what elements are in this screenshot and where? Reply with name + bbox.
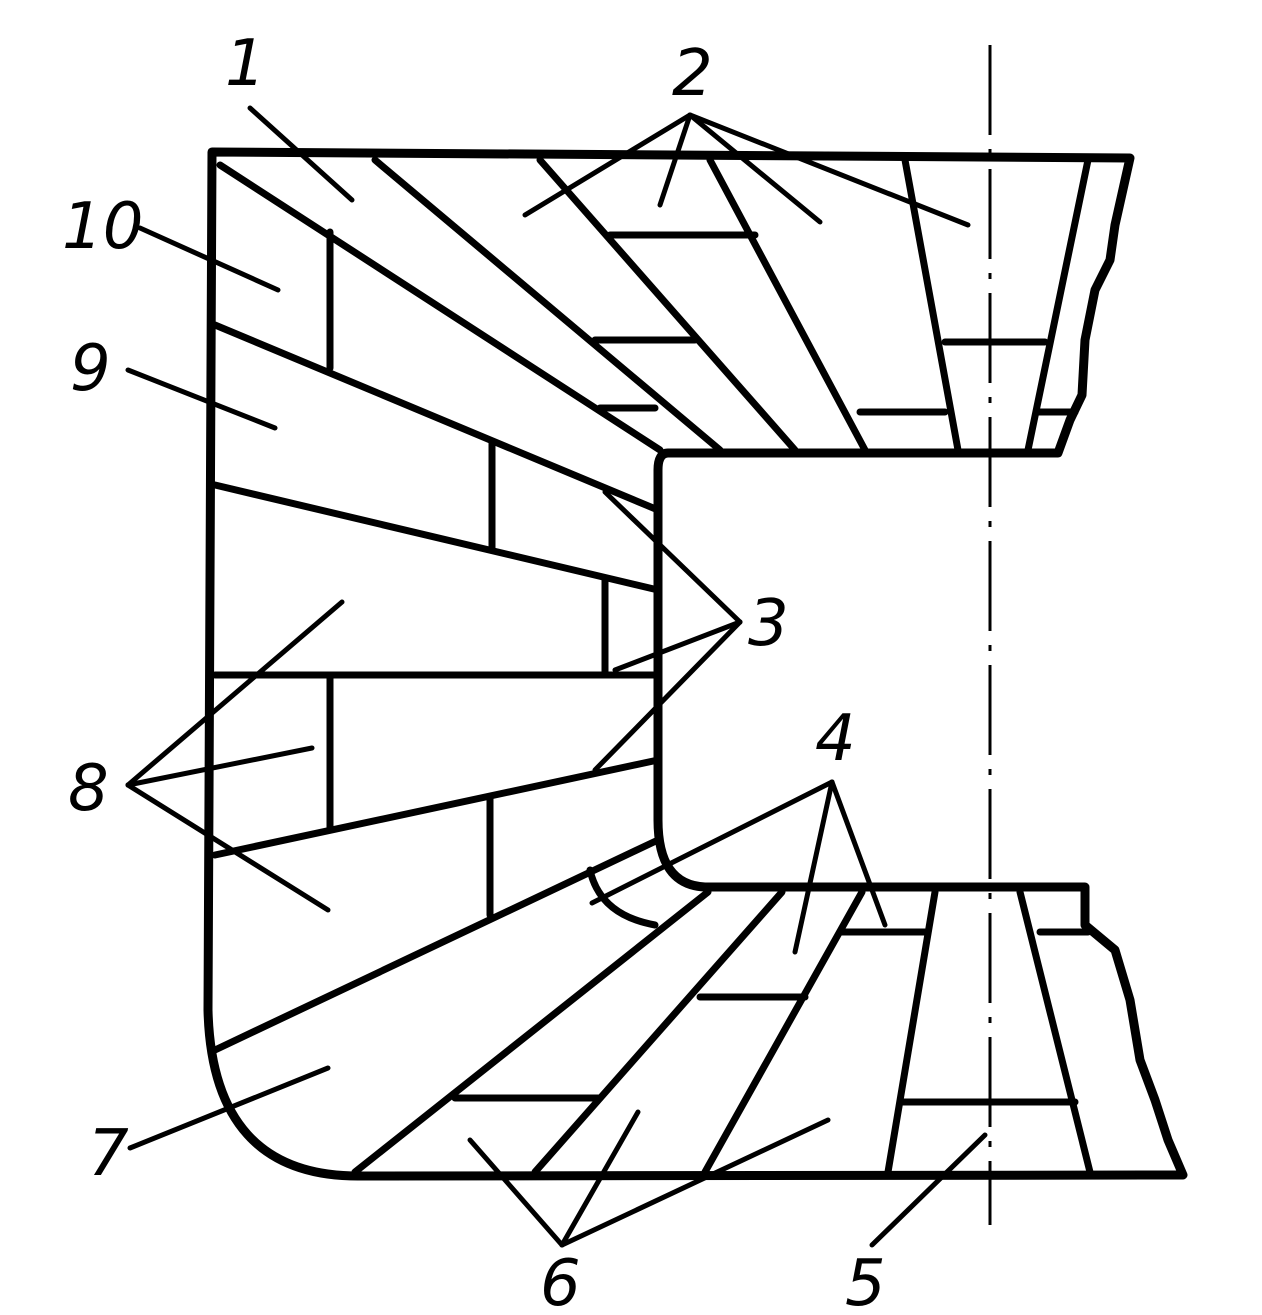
leader-8: [125, 599, 345, 788]
leader-4: [792, 779, 835, 955]
callout-labels: 1 2 10 9 3 4 8 7 6 5: [62, 27, 886, 1315]
wall-seam: [211, 481, 662, 594]
wall-seam: [211, 321, 662, 514]
wall-seam: [211, 836, 662, 1054]
upper-seam: [1024, 156, 1092, 454]
leader-9: [125, 367, 278, 431]
leader-3: [602, 489, 743, 625]
lower-seam: [1016, 888, 1094, 1176]
leader-2: [687, 112, 823, 225]
label-7: 7: [88, 1117, 129, 1191]
label-1: 1: [225, 27, 266, 101]
leader-4: [589, 779, 835, 906]
label-9: 9: [70, 332, 111, 406]
lower-seam: [531, 888, 786, 1176]
label-2: 2: [672, 37, 713, 111]
leader-7: [127, 1065, 331, 1151]
fillet-block: [586, 866, 659, 929]
label-10: 10: [62, 190, 143, 264]
lower-seam: [701, 888, 866, 1176]
wall-seam: [211, 756, 662, 859]
lower-seam: [351, 888, 712, 1176]
lower-courses: [351, 888, 1094, 1176]
upper-seam: [901, 156, 962, 454]
leader-6: [467, 1137, 565, 1248]
leader-2: [687, 112, 971, 228]
leader-5: [869, 1132, 988, 1248]
upper-courses: [216, 156, 1092, 454]
wall-courses: [211, 228, 662, 1054]
label-4: 4: [815, 702, 856, 776]
leader-3: [612, 619, 743, 673]
leader-6: [559, 1117, 831, 1248]
leader-4: [829, 779, 888, 928]
leader-lines: [125, 105, 988, 1248]
upper-seam: [371, 156, 724, 454]
leader-6: [559, 1109, 641, 1248]
section-outline: [203, 147, 1188, 1181]
leader-8: [125, 745, 315, 788]
label-3: 3: [748, 587, 789, 661]
leader-2: [657, 112, 693, 208]
label-6: 6: [540, 1247, 581, 1315]
leader-1: [247, 105, 355, 203]
leader-8: [125, 782, 331, 913]
lower-seam: [884, 888, 939, 1176]
label-8: 8: [68, 752, 109, 826]
upper-seam: [216, 161, 664, 454]
label-5: 5: [845, 1247, 886, 1315]
leader-2: [522, 112, 693, 218]
upper-seam: [536, 156, 799, 454]
upper-seam: [706, 156, 869, 454]
leader-3: [592, 619, 743, 773]
leader-10: [137, 225, 281, 293]
